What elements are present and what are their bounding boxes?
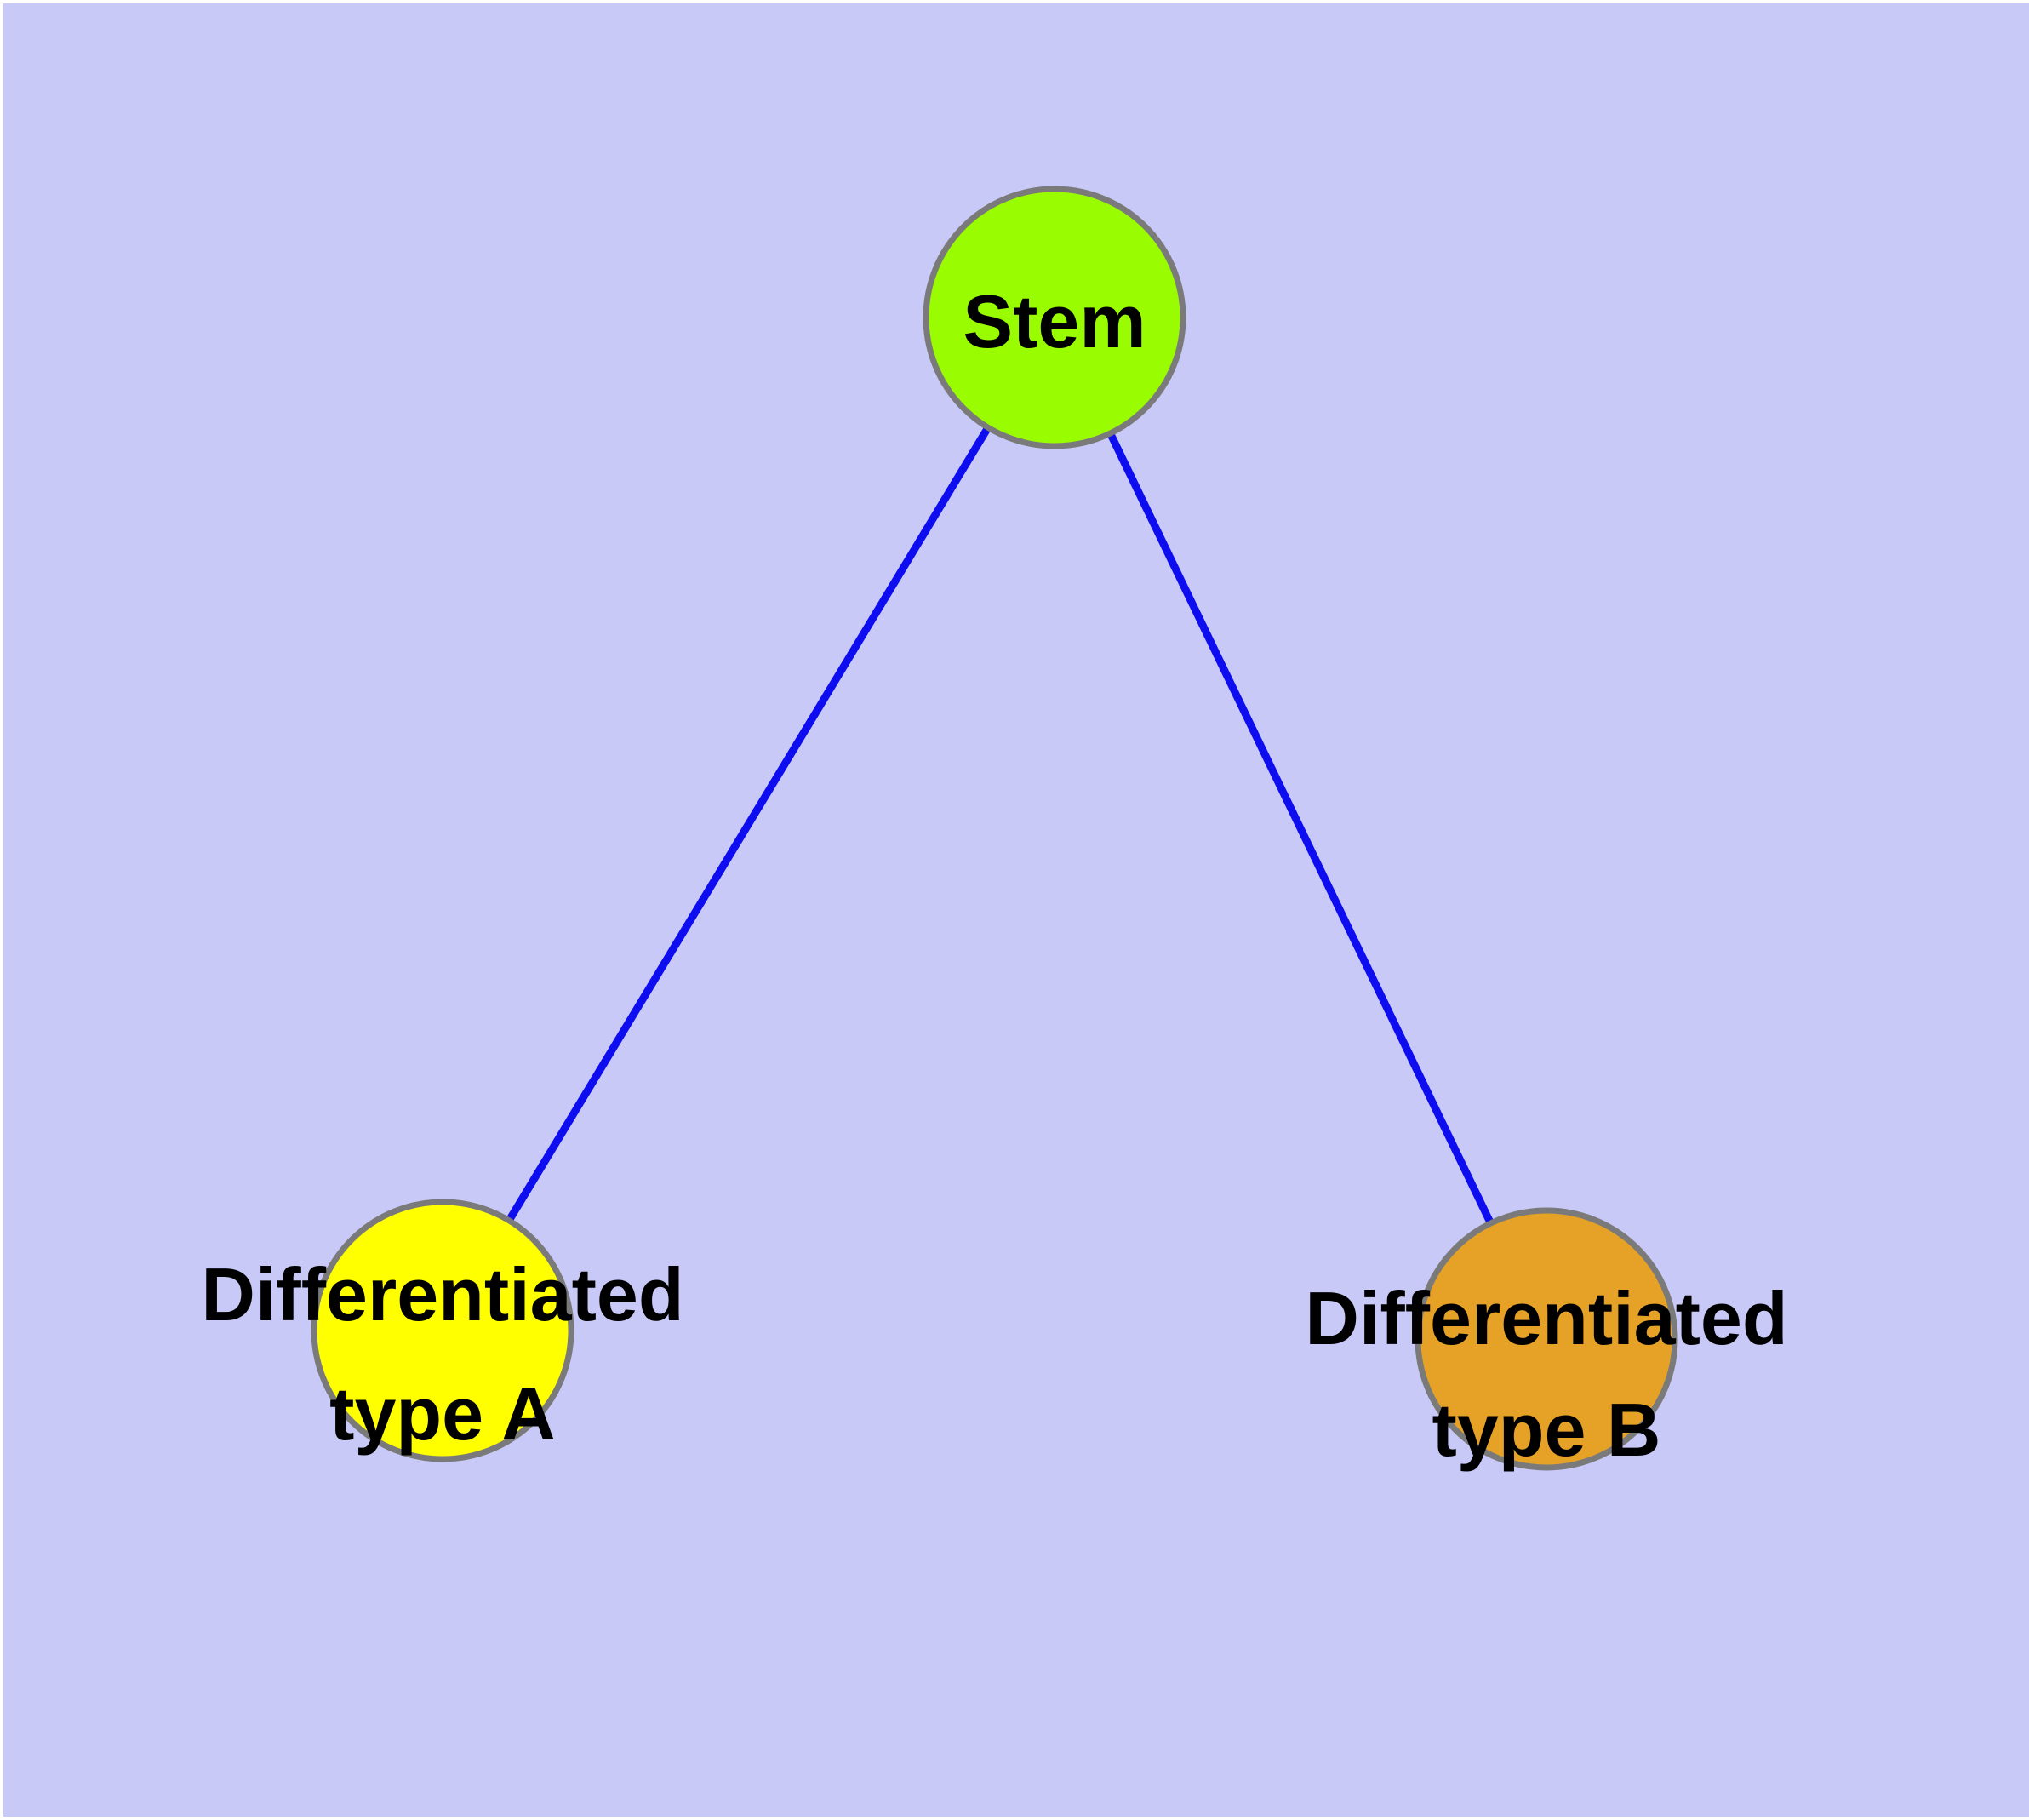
node-stem-label: Stem: [963, 279, 1146, 363]
node-stem-circle: [923, 186, 1186, 449]
node-differentiated-type-a-circle: [311, 1199, 574, 1462]
node-differentiated-type-b-circle: [1415, 1207, 1678, 1471]
edge-stem-to-differentiated-type-b: [1050, 316, 1551, 1341]
edge-stem-to-differentiated-type-a: [439, 315, 1058, 1333]
